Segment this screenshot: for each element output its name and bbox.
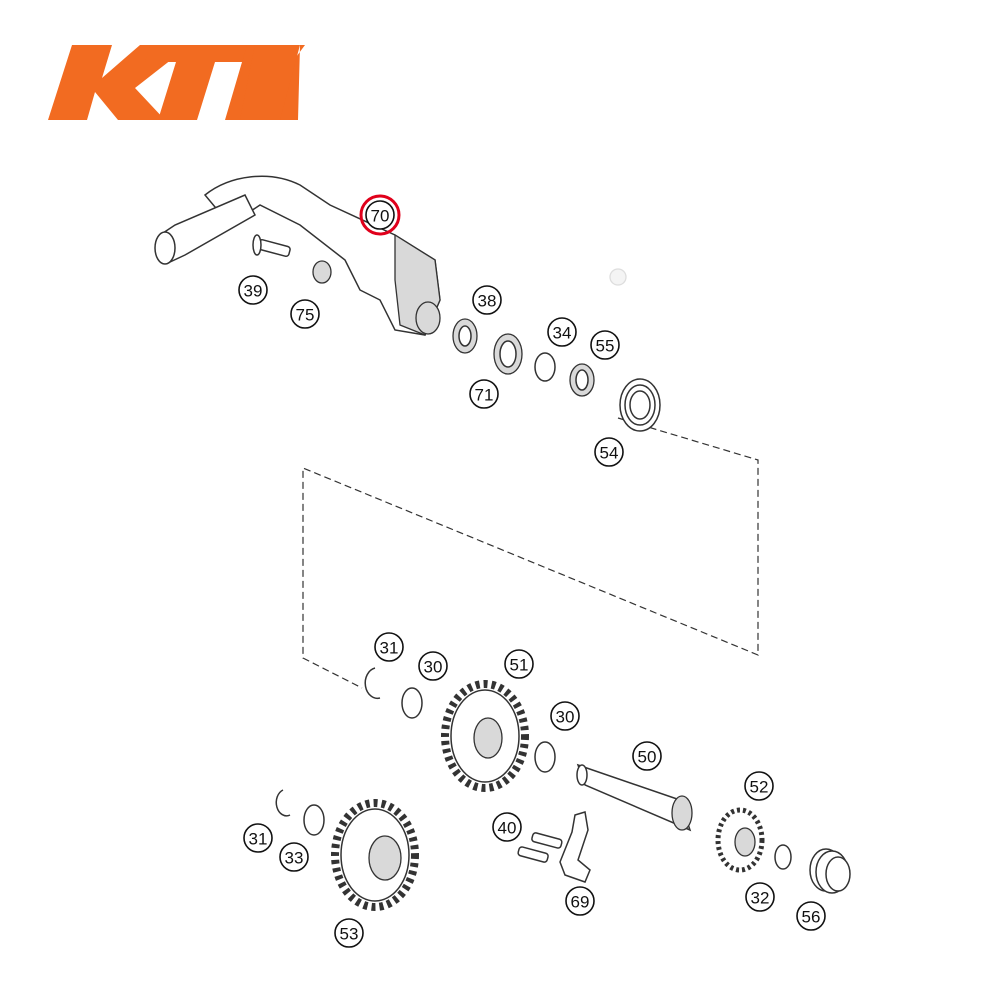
callout-circle <box>565 886 595 916</box>
bolts-40 <box>517 832 563 863</box>
callout-circle <box>590 330 620 360</box>
callout-50: 50 <box>632 741 662 771</box>
callout-31: 31 <box>243 823 273 853</box>
callout-number: 50 <box>638 748 657 767</box>
callout-circle <box>632 741 662 771</box>
callout-71: 71 <box>469 379 499 409</box>
callout-33: 33 <box>279 842 309 872</box>
callout-number: 56 <box>802 908 821 927</box>
callout-39: 39 <box>238 275 268 305</box>
spring-56 <box>809 848 851 894</box>
circlip-31a <box>364 667 381 700</box>
callout-number: 69 <box>571 893 590 912</box>
callout-30: 30 <box>550 701 580 731</box>
callout-number: 55 <box>596 337 615 356</box>
washer-33 <box>303 804 325 836</box>
callout-number: 30 <box>424 658 443 677</box>
callout-circle <box>796 901 826 931</box>
washer-34 <box>534 352 556 382</box>
callout-circle <box>279 842 309 872</box>
callout-circle <box>492 812 522 842</box>
callout-circle <box>418 651 448 681</box>
callout-number: 70 <box>371 207 390 226</box>
callout-number: 52 <box>750 778 769 797</box>
callout-30: 30 <box>418 651 448 681</box>
callout-circle <box>469 379 499 409</box>
callout-54: 54 <box>594 437 624 467</box>
callout-32: 32 <box>745 882 775 912</box>
callout-69: 69 <box>565 886 595 916</box>
callout-70: 70 <box>359 194 401 236</box>
callout-number: 33 <box>285 849 304 868</box>
callout-circle <box>550 701 580 731</box>
callout-circle <box>365 200 395 230</box>
callout-number: 39 <box>244 282 263 301</box>
callout-labels: 70 39 75 38 71 34 55 54 31 30 51 30 50 52 40 31 33 53 69 32… <box>238 194 826 948</box>
callout-circle <box>472 285 502 315</box>
callout-number: 53 <box>340 925 359 944</box>
callout-circle <box>745 882 775 912</box>
gear-53 <box>331 799 419 911</box>
callout-number: 30 <box>556 708 575 727</box>
callout-number: 75 <box>296 306 315 325</box>
callout-circle <box>334 918 364 948</box>
bolt-39 <box>252 234 291 258</box>
ratchet-52 <box>715 807 765 873</box>
callout-53: 53 <box>334 918 364 948</box>
callout-number: 34 <box>553 324 572 343</box>
callout-52: 52 <box>744 771 774 801</box>
spring-54 <box>619 378 661 432</box>
callout-number: 32 <box>751 889 770 908</box>
callout-75: 75 <box>290 299 320 329</box>
callout-circle <box>374 632 404 662</box>
guide-plate-69 <box>559 811 591 883</box>
assembly-line-upper <box>302 417 759 689</box>
callout-number: 31 <box>380 639 399 658</box>
gear-51 <box>441 680 529 792</box>
washer-75 <box>312 260 332 284</box>
callout-51: 51 <box>504 649 534 679</box>
callout-circle <box>504 649 534 679</box>
callout-number: 71 <box>475 386 494 405</box>
callout-number: 40 <box>498 819 517 838</box>
callout-circle <box>594 437 624 467</box>
washer-30b <box>534 741 556 773</box>
callout-number: 54 <box>600 444 619 463</box>
callout-34: 34 <box>547 317 577 347</box>
callout-55: 55 <box>590 330 620 360</box>
callout-31: 31 <box>374 632 404 662</box>
callout-56: 56 <box>796 901 826 931</box>
callout-circle <box>547 317 577 347</box>
callout-circle <box>238 275 268 305</box>
callout-circle <box>744 771 774 801</box>
callout-number: 38 <box>478 292 497 311</box>
ktm-logo <box>48 45 305 120</box>
callout-circle <box>290 299 320 329</box>
callout-38: 38 <box>472 285 502 315</box>
washer-32 <box>774 844 792 870</box>
callout-circle <box>243 823 273 853</box>
highlight-ring <box>359 194 401 236</box>
washer-30a <box>401 687 423 719</box>
callout-40: 40 <box>492 812 522 842</box>
callout-number: 51 <box>510 656 529 675</box>
kickstarter-lever <box>154 175 627 336</box>
circlip-31b <box>275 789 291 817</box>
shaft-50 <box>576 763 693 832</box>
callout-number: 31 <box>249 830 268 849</box>
